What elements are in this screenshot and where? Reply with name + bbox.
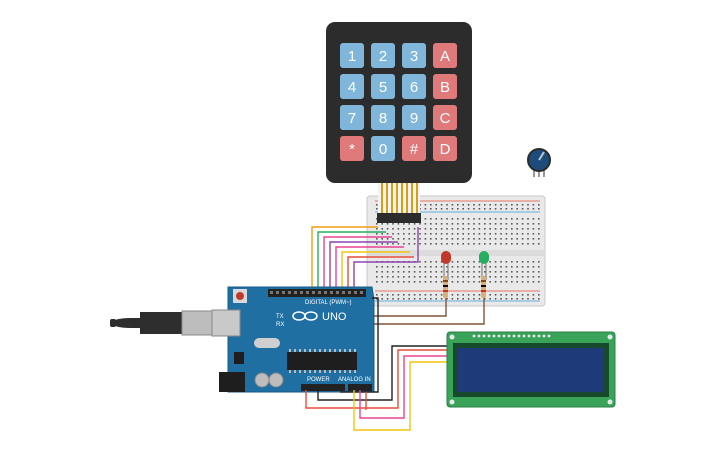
- digital-label: DIGITAL (PWM~): [305, 300, 352, 306]
- power-header: [301, 384, 345, 391]
- key-label: 3: [410, 48, 418, 65]
- lcd-wires[interactable]: [305, 297, 447, 431]
- key-A[interactable]: A: [433, 43, 457, 68]
- key-label: 4: [348, 79, 356, 96]
- key-label: 8: [379, 110, 387, 127]
- potentiometer[interactable]: [527, 148, 551, 177]
- arduino-logo: [292, 311, 318, 321]
- board-model-text: UNO: [322, 311, 347, 323]
- rx-label: RX: [276, 322, 284, 328]
- key-label: *: [349, 141, 355, 158]
- analog-header: [348, 384, 372, 391]
- key-0[interactable]: 0: [371, 136, 395, 161]
- key-#[interactable]: #: [402, 136, 426, 161]
- key-1[interactable]: 1: [340, 43, 364, 68]
- microcontroller-chip: [287, 352, 357, 370]
- key-*[interactable]: *: [340, 136, 364, 161]
- key-label: B: [440, 79, 450, 96]
- key-label: A: [440, 48, 450, 65]
- crystal: [254, 338, 280, 348]
- key-label: 7: [348, 110, 356, 127]
- key-7[interactable]: 7: [340, 105, 364, 130]
- lcd-screen: [458, 348, 604, 392]
- capacitor-1: [254, 372, 270, 388]
- digital-header: [268, 289, 366, 297]
- usb-cable[interactable]: [110, 310, 213, 336]
- key-label: D: [440, 141, 451, 158]
- key-2[interactable]: 2: [371, 43, 395, 68]
- usb-port: [211, 309, 241, 337]
- keypad[interactable]: 1 2 3 A 4 5 6 B 7 8 9 C * 0 # D: [326, 22, 472, 223]
- key-4[interactable]: 4: [340, 74, 364, 99]
- key-label: 2: [379, 48, 387, 65]
- keypad-ribbon: [377, 183, 421, 223]
- red-led[interactable]: [441, 251, 451, 280]
- power-jack: [219, 372, 245, 392]
- breadboard[interactable]: [366, 195, 546, 307]
- key-3[interactable]: 3: [402, 43, 426, 68]
- key-6[interactable]: 6: [402, 74, 426, 99]
- key-D[interactable]: D: [433, 136, 457, 161]
- keypad-keys: 1 2 3 A 4 5 6 B 7 8 9 C * 0 # D: [340, 43, 457, 161]
- key-5[interactable]: 5: [371, 74, 395, 99]
- key-B[interactable]: B: [433, 74, 457, 99]
- key-label: 9: [410, 110, 418, 127]
- key-label: 5: [379, 79, 387, 96]
- resistor-1[interactable]: [443, 276, 448, 298]
- lcd-display[interactable]: [446, 331, 616, 408]
- capacitor-2: [268, 372, 284, 388]
- resistor-2[interactable]: [481, 276, 486, 298]
- green-led[interactable]: [479, 251, 489, 280]
- key-label: #: [410, 141, 419, 158]
- analog-label: ANALOG IN: [338, 377, 371, 383]
- power-label: POWER: [307, 377, 330, 383]
- arduino-uno[interactable]: DIGITAL (PWM~) UNO TX RX POWER ANALOG IN: [211, 286, 375, 393]
- key-label: 1: [348, 48, 356, 65]
- key-label: 6: [410, 79, 418, 96]
- tx-label: TX: [276, 314, 284, 320]
- voltage-regulator: [234, 352, 244, 364]
- key-8[interactable]: 8: [371, 105, 395, 130]
- key-C[interactable]: C: [433, 105, 457, 130]
- key-label: C: [440, 110, 451, 127]
- key-label: 0: [379, 141, 387, 158]
- key-9[interactable]: 9: [402, 105, 426, 130]
